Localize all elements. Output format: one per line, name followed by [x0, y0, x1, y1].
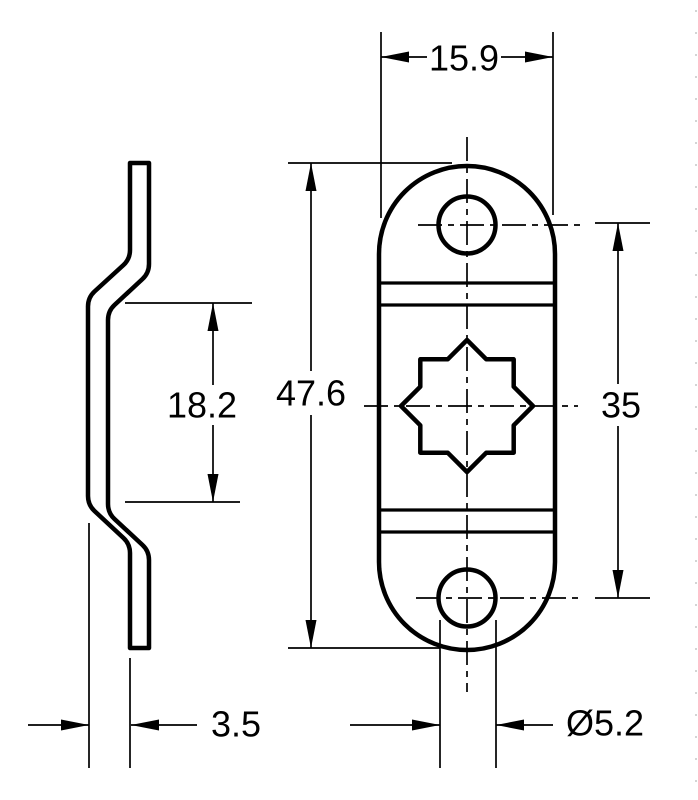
dim-offset-depth: 3.5: [28, 523, 261, 768]
dim-plate-height-label: 47.6: [276, 373, 346, 414]
arrowhead-up: [612, 223, 624, 251]
arrowhead-down: [612, 570, 624, 598]
dim-hole-spacing: 35: [595, 222, 650, 599]
bracket-offset-profile-outline: [85, 160, 152, 651]
arrowhead-left: [496, 719, 524, 731]
centerlines: [364, 137, 583, 692]
arrowhead-right: [412, 719, 440, 731]
dim-offset-depth-label: 3.5: [211, 704, 261, 745]
dim-hole-diameter-label: Ø5.2: [566, 703, 644, 744]
dim-offset-length-label: 18.2: [167, 385, 237, 426]
plate-outline: [376, 163, 558, 653]
dim-hole-spacing-label: 35: [601, 385, 641, 426]
arrowhead-right: [61, 719, 89, 731]
dim-plate-width-label: 15.9: [429, 38, 499, 79]
cam-hole-8-point-star: [398, 337, 536, 475]
dim-hole-diameter: Ø5.2: [350, 620, 644, 768]
arrowhead-left: [381, 51, 409, 63]
arrowhead-up: [207, 303, 219, 331]
side-profile-view: [85, 160, 152, 651]
arrowhead-down: [207, 474, 219, 502]
dim-plate-width: 15.9: [380, 32, 554, 218]
arrowhead-right: [525, 51, 553, 63]
dim-offset-length: 18.2: [125, 302, 252, 503]
arrowhead-up: [305, 163, 317, 191]
arrowhead-left: [131, 719, 159, 731]
dim-plate-height: 47.6: [276, 162, 452, 649]
arrowhead-down: [305, 620, 317, 648]
